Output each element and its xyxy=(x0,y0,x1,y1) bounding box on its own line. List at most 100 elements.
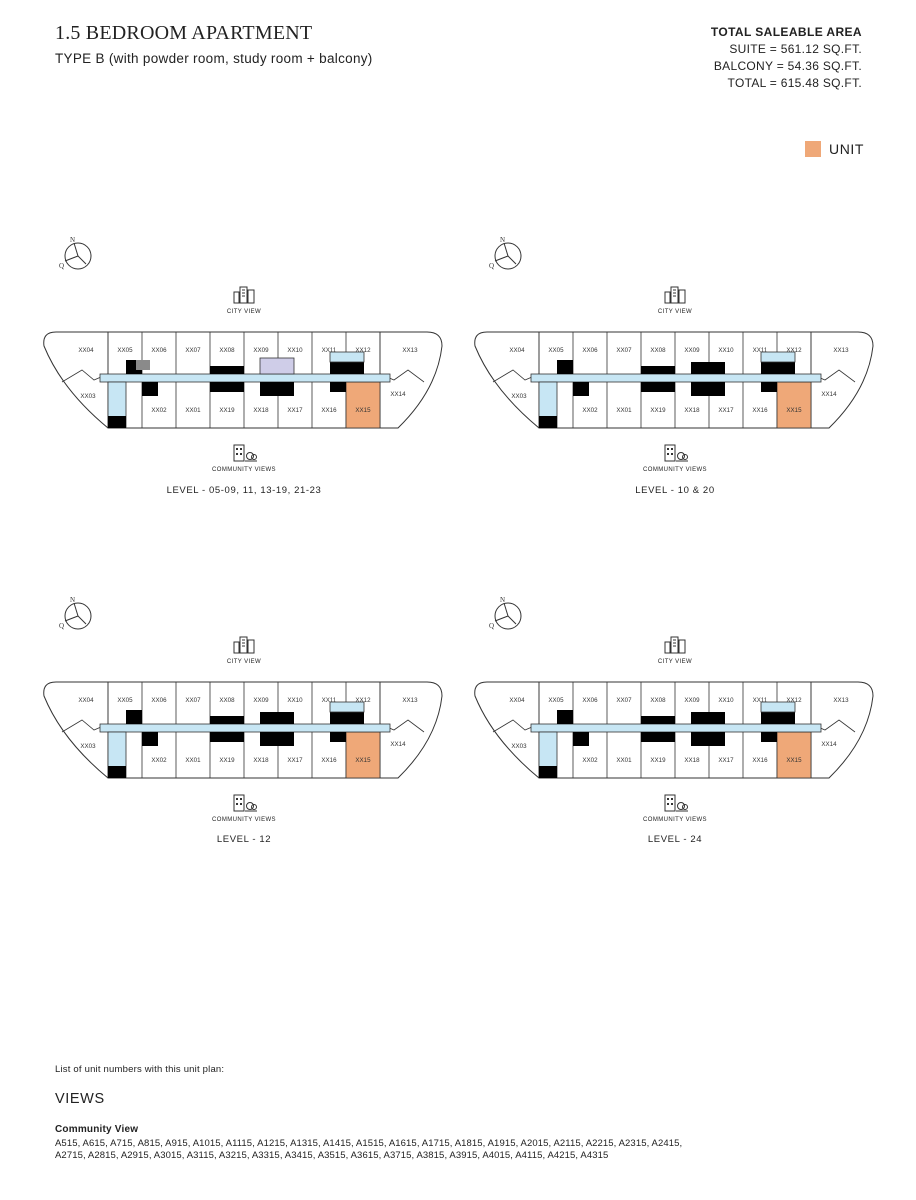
unit-label: XX03 xyxy=(511,743,527,750)
legend: UNIT xyxy=(805,141,864,157)
unit-list-note: List of unit numbers with this unit plan… xyxy=(55,1064,225,1075)
city-view-label: CITY VIEW xyxy=(226,659,262,665)
service-core xyxy=(210,716,244,724)
service-core xyxy=(761,382,777,392)
page-title: 1.5 BEDROOM APARTMENT xyxy=(55,22,313,44)
service-core xyxy=(260,382,294,396)
compass-north-label: N xyxy=(500,236,505,244)
unit-label: XX04 xyxy=(509,347,525,354)
elevator-core xyxy=(539,416,557,428)
unit-label: XX03 xyxy=(80,743,96,750)
legend-unit-swatch xyxy=(805,141,821,157)
unit-label: XX07 xyxy=(185,347,201,354)
unit-label: XX02 xyxy=(151,407,167,414)
lobby-space xyxy=(329,351,365,363)
unit-label: XX17 xyxy=(287,757,303,764)
city-view-label: CITY VIEW xyxy=(226,309,262,315)
community-view-label: COMMUNITY VIEWS xyxy=(643,467,707,473)
unit-label: XX16 xyxy=(752,757,768,764)
unit-label: XX19 xyxy=(219,757,235,764)
unit-label: XX05 xyxy=(117,697,133,704)
unit-highlight xyxy=(776,381,812,429)
service-core xyxy=(573,732,589,746)
elevator-core xyxy=(539,766,557,778)
grey-space xyxy=(136,360,150,370)
compass-q-label: Q xyxy=(489,262,494,270)
unit-label: XX15 xyxy=(355,407,371,414)
compass-icon: N Q xyxy=(56,594,96,634)
compass-q-label: Q xyxy=(59,262,64,270)
level-label: LEVEL - 24 xyxy=(647,834,703,845)
area-total: TOTAL = 615.48 SQ.FT. xyxy=(727,76,862,90)
service-core xyxy=(641,716,675,724)
lobby-space xyxy=(760,351,796,363)
page-subtitle: TYPE B (with powder room, study room + b… xyxy=(55,51,373,66)
unit-label: XX05 xyxy=(548,347,564,354)
service-core xyxy=(691,362,725,374)
unit-label: XX18 xyxy=(684,407,700,414)
unit-label: XX11 xyxy=(753,697,768,704)
area-balcony: BALCONY = 54.36 SQ.FT. xyxy=(713,59,862,73)
unit-highlight xyxy=(345,381,381,429)
unit-label: XX11 xyxy=(322,697,337,704)
area-heading: TOTAL SALEABLE AREA xyxy=(710,25,862,39)
service-core xyxy=(691,382,725,396)
service-core xyxy=(641,382,675,392)
service-core xyxy=(761,362,795,374)
lavender-space xyxy=(259,357,295,375)
unit-label: XX12 xyxy=(786,347,802,354)
service-core xyxy=(641,732,675,742)
level-label: LEVEL - 05-09, 11, 13-19, 21-23 xyxy=(166,485,322,496)
unit-label: XX09 xyxy=(253,347,269,354)
unit-label: XX19 xyxy=(650,757,666,764)
city-view-icon xyxy=(664,286,686,309)
unit-label: XX13 xyxy=(402,697,418,704)
unit-label: XX15 xyxy=(355,757,371,764)
unit-label: XX03 xyxy=(80,393,96,400)
unit-label: XX18 xyxy=(684,757,700,764)
unit-label: XX18 xyxy=(253,757,269,764)
level-label: LEVEL - 12 xyxy=(216,834,272,845)
city-view-icon xyxy=(233,286,255,309)
service-core xyxy=(210,732,244,742)
community-unit-list: A515, A615, A715, A815, A915, A1015, A11… xyxy=(55,1138,775,1162)
unit-label: XX10 xyxy=(287,697,303,704)
unit-label: XX06 xyxy=(151,347,167,354)
legend-unit-label: UNIT xyxy=(829,141,865,157)
views-heading: VIEWS xyxy=(55,1091,105,1107)
service-core xyxy=(557,710,573,724)
unit-label: XX07 xyxy=(616,697,632,704)
area-suite: SUITE = 561.12 SQ.FT. xyxy=(729,42,862,56)
service-core xyxy=(260,732,294,746)
community-view-icon xyxy=(233,794,257,817)
community-unit-list-line: A2715, A2815, A2915, A3015, A3115, A3215… xyxy=(55,1150,609,1161)
community-view-label: COMMUNITY VIEWS xyxy=(212,817,276,823)
unit-label: XX17 xyxy=(718,407,734,414)
community-view-icon xyxy=(664,444,688,467)
service-core xyxy=(330,732,346,742)
lobby-space xyxy=(329,701,365,713)
community-view-heading: Community View xyxy=(55,1124,139,1135)
service-core xyxy=(330,362,364,374)
compass-q-label: Q xyxy=(59,622,64,630)
unit-label: XX12 xyxy=(786,697,802,704)
compass-north-label: N xyxy=(70,596,75,604)
unit-label: XX16 xyxy=(752,407,768,414)
unit-highlight xyxy=(345,731,381,779)
service-core xyxy=(691,732,725,746)
saleable-area-block: TOTAL SALEABLE AREA SUITE = 561.12 SQ.FT… xyxy=(711,24,862,92)
unit-label: XX14 xyxy=(821,391,837,398)
unit-label: XX05 xyxy=(117,347,133,354)
community-view-label: COMMUNITY VIEWS xyxy=(643,817,707,823)
corridor xyxy=(530,373,822,383)
unit-label: XX17 xyxy=(718,757,734,764)
unit-label: XX09 xyxy=(684,697,700,704)
compass-icon: N Q xyxy=(486,594,526,634)
elevator-core xyxy=(108,766,126,778)
